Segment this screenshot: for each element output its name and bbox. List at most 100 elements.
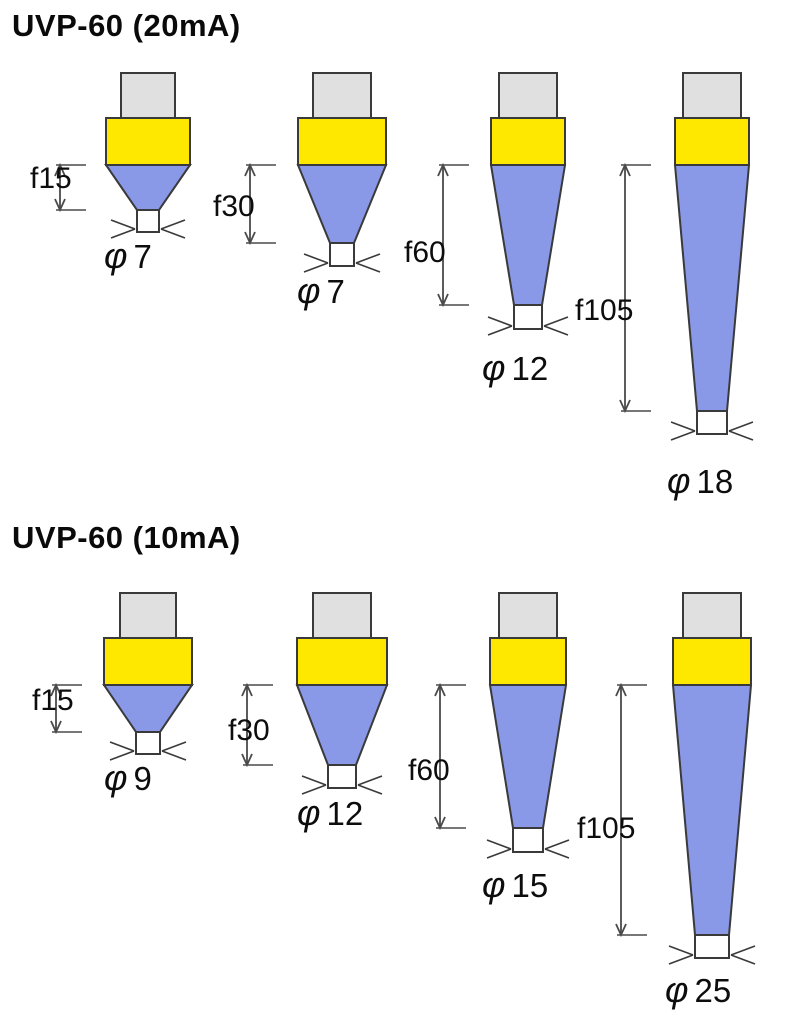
spot-witness-mark — [160, 219, 186, 230]
dimension-arrow-top — [244, 162, 256, 177]
phi-icon: φ — [297, 270, 320, 311]
spot-witness-mark — [301, 784, 327, 795]
spot-witness-mark — [543, 316, 569, 327]
dimension-arrow-top — [437, 162, 449, 177]
focal-spot — [696, 410, 728, 435]
phi-icon: φ — [297, 792, 320, 833]
dimension-arrow-bottom — [434, 816, 446, 831]
focal-length-label: f60 — [408, 754, 450, 787]
spot-diameter-value: 7 — [133, 238, 151, 275]
spot-witness-mark — [487, 325, 513, 336]
spot-witness-mark — [161, 741, 187, 752]
dimension-arrow-top — [54, 162, 66, 177]
dimension-arrow-top — [615, 682, 627, 697]
spot-diameter-value: 12 — [326, 795, 363, 832]
phi-icon: φ — [482, 864, 505, 905]
dimension-arrow-top — [434, 682, 446, 697]
lamp-body — [312, 72, 372, 119]
lens-housing — [672, 637, 752, 686]
dimension-arrow-bottom — [50, 720, 62, 735]
spot-witness-mark — [728, 421, 754, 432]
dimension-arrow-bottom — [241, 753, 253, 768]
light-cone — [102, 684, 194, 733]
lens-housing — [674, 117, 750, 166]
lamp-body — [498, 72, 558, 119]
lens-housing — [489, 637, 567, 686]
lens-housing — [490, 117, 566, 166]
spot-witness-mark — [357, 775, 383, 786]
dimension-arrow-bottom — [54, 198, 66, 213]
dimension-arrow-bottom — [437, 293, 449, 308]
light-cone — [295, 684, 389, 766]
section-title-10ma: UVP-60 (10mA) — [12, 520, 241, 555]
spot-witness-mark — [110, 228, 136, 239]
spot-witness-mark — [301, 775, 327, 786]
spot-witness-mark — [544, 848, 570, 859]
spot-witness-mark — [670, 421, 696, 432]
focal-length-label: f60 — [404, 236, 446, 269]
spot-witness-mark — [730, 954, 756, 965]
focal-spot — [327, 764, 357, 789]
focal-length-label: f30 — [213, 190, 255, 223]
focal-spot — [513, 304, 543, 330]
spot-diameter-value: 18 — [696, 463, 733, 500]
spot-witness-mark — [161, 750, 187, 761]
phi-icon: φ — [104, 757, 127, 798]
light-cone — [489, 164, 567, 306]
focal-spot — [512, 827, 544, 853]
light-cone — [673, 164, 751, 412]
light-cone — [296, 164, 388, 244]
light-cone — [104, 164, 192, 211]
spot-witness-mark — [543, 325, 569, 336]
spot-witness-mark — [668, 954, 694, 965]
dimension-arrow-top — [50, 682, 62, 697]
section-title-20ma: UVP-60 (20mA) — [12, 8, 241, 43]
spot-diameter-value: 9 — [133, 760, 151, 797]
focal-spot — [329, 242, 355, 267]
lamp-body — [682, 72, 742, 119]
spot-witness-mark — [728, 430, 754, 441]
spot-witness-mark — [109, 750, 135, 761]
spot-witness-mark — [487, 316, 513, 327]
dimension-arrow-bottom — [619, 399, 631, 414]
spot-witness-mark — [303, 262, 329, 273]
spot-witness-mark — [160, 228, 186, 239]
dimension-arrow-bottom — [615, 923, 627, 938]
lens-housing — [105, 117, 191, 166]
focal-spot — [135, 731, 161, 755]
focal-spot — [136, 209, 160, 233]
spot-witness-mark — [110, 219, 136, 230]
spot-diameter-value: 15 — [511, 867, 548, 904]
lens-housing — [103, 637, 193, 686]
lamp-body — [119, 592, 177, 639]
focal-length-label: f15 — [30, 162, 72, 195]
spot-diameter-value: 25 — [694, 972, 731, 1009]
lamp-body — [682, 592, 742, 639]
spot-diameter-value: 7 — [326, 273, 344, 310]
spot-witness-mark — [670, 430, 696, 441]
dimension-arrow-top — [619, 162, 631, 177]
spot-witness-mark — [109, 741, 135, 752]
focal-length-label: f30 — [228, 714, 270, 747]
spot-witness-mark — [730, 945, 756, 956]
focal-length-label: f15 — [32, 684, 74, 717]
phi-icon: φ — [665, 969, 688, 1010]
light-cone — [488, 684, 568, 829]
